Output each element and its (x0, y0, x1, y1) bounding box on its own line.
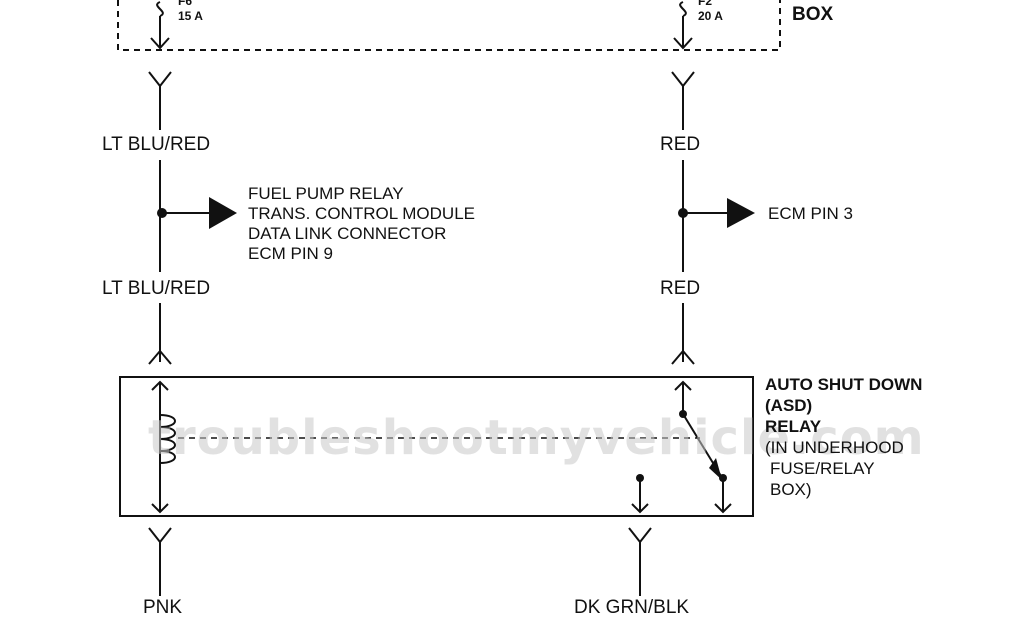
splice-left-arrow (209, 197, 237, 229)
wire-label-left-bottom: LT BLU/RED (102, 278, 211, 299)
fuse-f2-rating: 20 A (698, 9, 723, 23)
destination-item: FUEL PUMP RELAY (248, 184, 404, 203)
relay-label: AUTO SHUT DOWN (ASD) RELAY (IN UNDERHOOD… (765, 374, 922, 500)
connector-top-left (148, 71, 172, 88)
relay-box (119, 376, 754, 517)
fuse-f2-symbol (673, 1, 693, 50)
connector-relay-top-left (148, 349, 172, 365)
relay-title-line: AUTO SHUT DOWN (765, 375, 923, 394)
relay-location-line: (IN UNDERHOOD (765, 438, 904, 457)
fuse-f6-id: F6 (178, 0, 193, 8)
splice-right-arrow (727, 198, 755, 228)
relay-coil (159, 414, 176, 464)
destination-item: DATA LINK CONNECTOR (248, 224, 447, 243)
connector-relay-top-right (671, 349, 695, 365)
relay-location-line: BOX) (770, 480, 812, 499)
connector-bottom-right (628, 527, 652, 544)
fuse-box-outline (117, 0, 781, 51)
fuse-f6-symbol (150, 1, 170, 50)
connector-top-right (671, 71, 695, 88)
destination-item: TRANS. CONTROL MODULE (248, 204, 476, 223)
relay-title-line: (ASD) (765, 396, 813, 415)
fuse-f2-id: F2 (698, 0, 713, 8)
wire-label-right-bottom: RED (660, 278, 701, 299)
watermark: troubleshootmyvehicle.com (148, 410, 925, 466)
wire-label-bottom-left: PNK (143, 597, 183, 618)
wire-label-right-top: RED (660, 134, 701, 155)
splice-left-destinations: FUEL PUMP RELAY TRANS. CONTROL MODULE DA… (248, 184, 475, 264)
fuse-f6-rating: 15 A (178, 9, 203, 23)
relay-title-line: RELAY (765, 417, 822, 436)
fuse-box-label: BOX (792, 4, 834, 25)
wire-label-left-top: LT BLU/RED (102, 134, 211, 155)
destination-item: ECM PIN 9 (248, 244, 334, 263)
connector-bottom-left (148, 527, 172, 544)
splice-right-destination: ECM PIN 3 (768, 204, 854, 223)
relay-location-line: FUSE/RELAY (770, 459, 875, 478)
wire-label-bottom-right: DK GRN/BLK (574, 597, 690, 618)
